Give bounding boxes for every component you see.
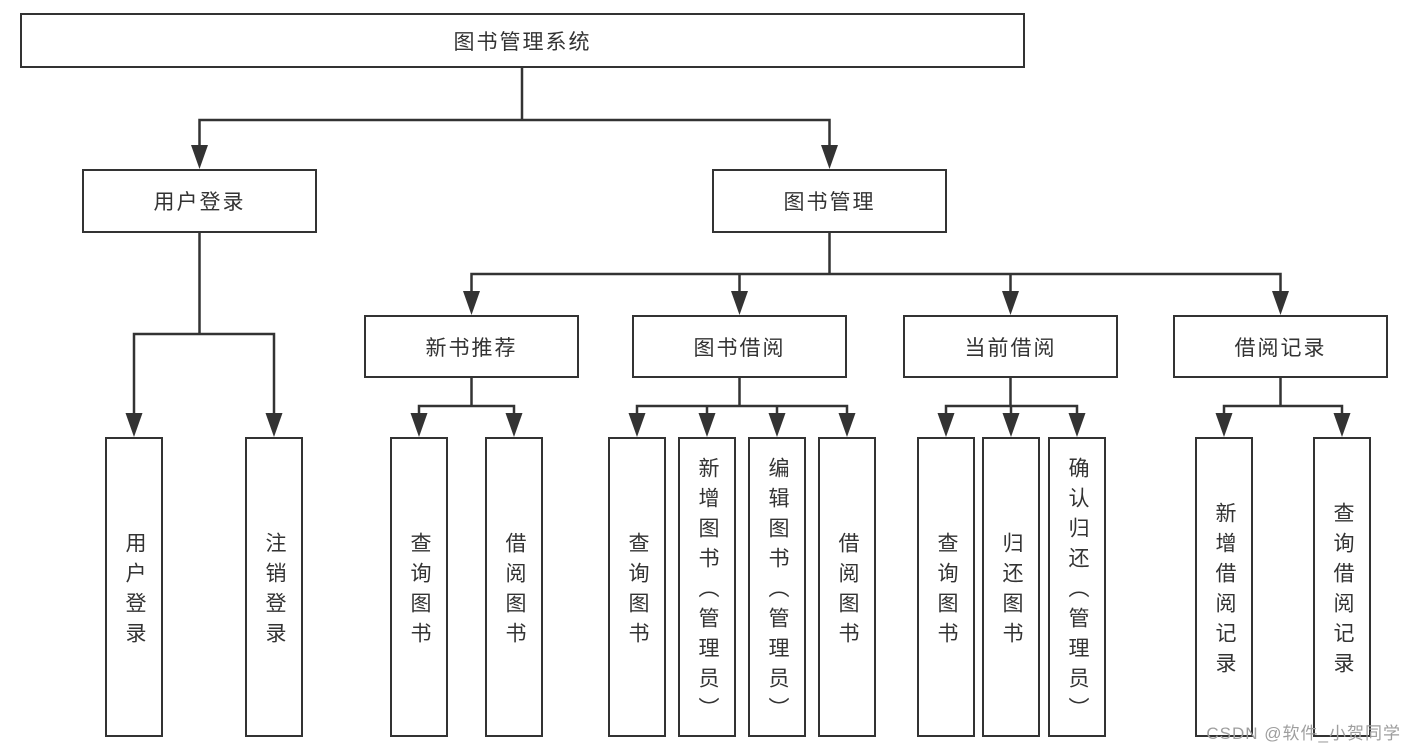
node-book-borrowing-label: 图书借阅	[693, 336, 786, 360]
node-leaf-borrow-books-2: 借阅图书	[818, 437, 876, 737]
node-leaf-search-books-1-label: 查询图书	[408, 531, 431, 652]
node-leaf-add-borrow-record: 新增借阅记录	[1195, 437, 1253, 737]
node-leaf-borrow-books-2-label: 借阅图书	[836, 531, 859, 652]
node-new-book-recommendation-label: 新书推荐	[425, 336, 518, 360]
node-root-label: 图书管理系统	[453, 30, 592, 54]
node-leaf-search-borrow-record-label: 查询借阅记录	[1331, 501, 1354, 682]
node-leaf-return-books: 归还图书	[982, 437, 1040, 737]
node-leaf-edit-books-admin: 编辑图书（管理员）	[748, 437, 806, 737]
node-user-login: 用户登录	[82, 169, 317, 233]
node-new-book-recommendation: 新书推荐	[364, 315, 579, 378]
node-borrowing-records-label: 借阅记录	[1234, 336, 1327, 360]
node-leaf-search-books-1: 查询图书	[390, 437, 448, 737]
node-current-borrowing-label: 当前借阅	[964, 336, 1057, 360]
arrowhead-icons	[125, 145, 1351, 437]
node-leaf-search-books-2: 查询图书	[608, 437, 666, 737]
node-leaf-search-books-2-label: 查询图书	[626, 531, 649, 652]
node-leaf-edit-books-admin-label: 编辑图书（管理员）	[766, 456, 789, 727]
node-leaf-search-borrow-record: 查询借阅记录	[1313, 437, 1371, 737]
node-leaf-add-borrow-record-label: 新增借阅记录	[1213, 501, 1236, 682]
node-user-login-label: 用户登录	[153, 191, 246, 214]
node-leaf-return-books-label: 归还图书	[1000, 531, 1023, 652]
watermark: CSDN @软件_小贺同学	[1206, 724, 1401, 743]
node-leaf-add-books-admin-label: 新增图书（管理员）	[696, 456, 719, 727]
node-leaf-borrow-books-1: 借阅图书	[485, 437, 543, 737]
node-leaf-borrow-books-1-label: 借阅图书	[503, 531, 526, 652]
node-root: 图书管理系统	[20, 13, 1025, 68]
node-book-borrowing: 图书借阅	[632, 315, 847, 378]
node-leaf-search-books-3: 查询图书	[917, 437, 975, 737]
node-leaf-user-login-label: 用户登录	[123, 531, 146, 652]
node-leaf-confirm-return-admin: 确认归还（管理员）	[1048, 437, 1106, 737]
node-leaf-confirm-return-admin-label: 确认归还（管理员）	[1066, 456, 1089, 727]
node-leaf-logout: 注销登录	[245, 437, 303, 737]
node-borrowing-records: 借阅记录	[1173, 315, 1388, 378]
node-book-management: 图书管理	[712, 169, 947, 233]
node-current-borrowing: 当前借阅	[903, 315, 1118, 378]
node-leaf-add-books-admin: 新增图书（管理员）	[678, 437, 736, 737]
node-leaf-user-login: 用户登录	[105, 437, 163, 737]
node-book-management-label: 图书管理	[783, 191, 876, 214]
node-leaf-logout-label: 注销登录	[263, 531, 286, 652]
node-leaf-search-books-3-label: 查询图书	[935, 531, 958, 652]
